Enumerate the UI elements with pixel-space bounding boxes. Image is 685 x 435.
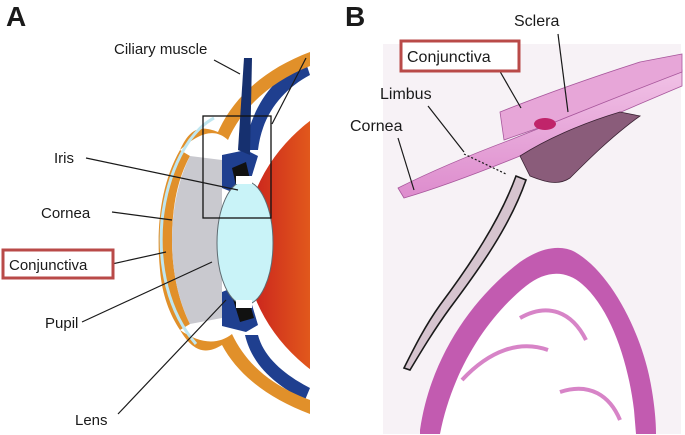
- leader-limbus: [427, 105, 465, 153]
- leader-cornea: [111, 211, 173, 221]
- label-conjunctiva-a: Conjunctiva: [9, 257, 88, 274]
- label-pupil: Pupil: [45, 315, 78, 332]
- lens: [216, 180, 274, 306]
- anterior-chamber: [172, 156, 222, 324]
- leader-ciliary-muscle: [213, 59, 241, 75]
- panel-b: B Sclera: [345, 1, 683, 434]
- panel-a-leaders: [81, 57, 307, 415]
- eyeball-interior: [245, 120, 310, 370]
- panel-a-letter: A: [6, 1, 26, 32]
- conjunctiva-highlight-a: [1, 248, 115, 280]
- panel-b-leaders: [397, 33, 569, 191]
- label-ciliary-muscle: Ciliary muscle: [114, 41, 207, 58]
- ciliary-tissue: [519, 111, 641, 183]
- leader-pupil: [81, 261, 213, 323]
- label-sclera: Sclera: [514, 13, 559, 30]
- iris-tissue: [402, 174, 528, 371]
- label-cornea-b: Cornea: [350, 118, 403, 135]
- label-limbus: Limbus: [380, 86, 432, 103]
- conjunctiva-layer: [159, 116, 215, 345]
- lens-inner: [440, 273, 636, 434]
- label-lens: Lens: [75, 412, 108, 429]
- ciliary-muscle-upper: [238, 58, 252, 155]
- panel-b-letter: B: [345, 1, 365, 32]
- leader-conjunctiva-b: [497, 67, 522, 109]
- conjunctiva-highlight-b: [399, 39, 521, 73]
- leader-iris: [85, 157, 239, 191]
- label-iris: Iris: [54, 150, 74, 167]
- label-cornea: Cornea: [41, 205, 91, 222]
- sclera-band-bottom: [180, 330, 310, 414]
- leader-lens: [117, 299, 227, 415]
- histology-section: [383, 44, 683, 434]
- leader-cornea-b: [397, 137, 415, 191]
- cornea-tissue: [397, 69, 683, 199]
- zonule-upper: [236, 176, 252, 184]
- zonule-lower: [236, 300, 252, 308]
- eye-schematic: [158, 52, 310, 414]
- label-conjunctiva-b: Conjunctiva: [407, 49, 491, 66]
- leader-conjunctiva: [111, 251, 167, 265]
- vessel-spot: [534, 118, 556, 130]
- leader-sclera: [557, 33, 569, 113]
- region-box: [202, 115, 272, 219]
- lens-inner-streaks: [460, 308, 622, 421]
- panel-a: A: [1, 1, 310, 429]
- leader-top-right: [271, 57, 307, 125]
